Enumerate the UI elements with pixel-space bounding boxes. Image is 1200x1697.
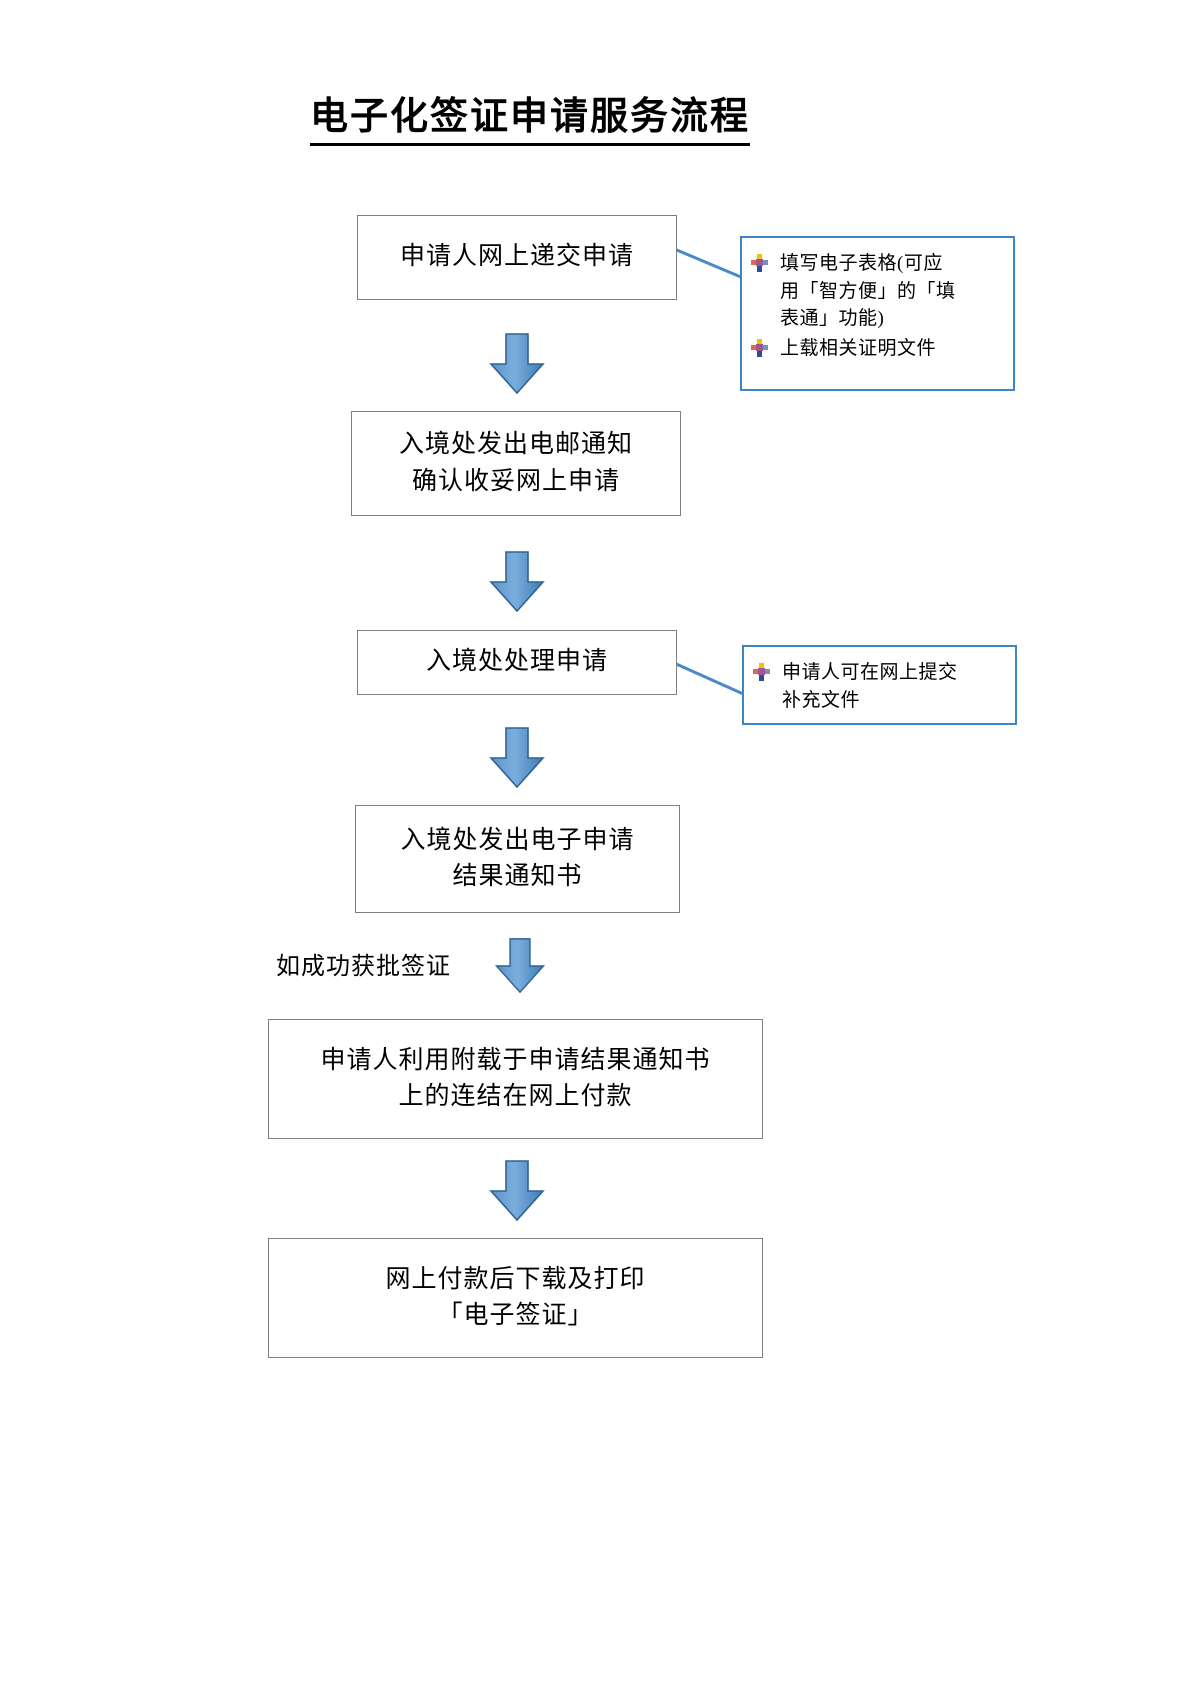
bullet-marker-icon: [752, 663, 776, 685]
flow-arrow-3: [489, 727, 545, 789]
connector-step1-note1: [671, 246, 749, 282]
note-2-bullet-row-1: 申请人可在网上提交 补充文件: [752, 659, 1005, 714]
flow-step-1[interactable]: 申请人网上递交申请: [357, 215, 677, 300]
note-2-bullet-text-1: 申请人可在网上提交 补充文件: [782, 662, 958, 711]
note-card-1[interactable]: 填写电子表格(可应 用「智方便」的「填 表通」功能) 上载相关证明文件: [740, 236, 1015, 391]
bullet-marker-icon: [750, 338, 774, 361]
flow-step-4[interactable]: 入境处发出电子申请 结果通知书: [355, 805, 680, 913]
flow-step-6-label: 网上付款后下载及打印 「电子签证」: [385, 1265, 646, 1329]
connector-step3-note2: [673, 661, 751, 699]
flow-step-6[interactable]: 网上付款后下载及打印 「电子签证」: [268, 1238, 763, 1358]
flow-arrow-2: [489, 551, 545, 613]
flow-step-3-label: 入境处处理申请: [425, 648, 608, 676]
flow-arrow-1: [489, 333, 545, 395]
flow-step-2-label: 入境处发出电邮通知 确认收妥网上申请: [398, 431, 633, 495]
page-title: 电子化签证申请服务流程: [0, 95, 1060, 146]
flow-step-1-label: 申请人网上递交申请: [399, 243, 634, 271]
condition-label: 如成功获批签证: [276, 954, 451, 980]
flow-arrow-5: [489, 1160, 545, 1222]
note-1-bullet-text-2: 上载相关证明文件: [780, 337, 937, 359]
flow-step-2[interactable]: 入境处发出电邮通知 确认收妥网上申请: [351, 411, 681, 516]
flow-step-4-label: 入境处发出电子申请 结果通知书: [400, 826, 635, 890]
note-1-bullet-text-1: 填写电子表格(可应 用「智方便」的「填 表通」功能): [780, 253, 956, 330]
flow-step-5-label: 申请人利用附载于申请结果通知书 上的连结在网上付款: [320, 1046, 711, 1110]
note-1-bullet-row-2: 上载相关证明文件: [750, 335, 1003, 363]
flow-step-3[interactable]: 入境处处理申请: [357, 630, 677, 695]
note-card-2[interactable]: 申请人可在网上提交 补充文件: [742, 645, 1017, 725]
note-1-bullet-row-1: 填写电子表格(可应 用「智方便」的「填 表通」功能): [750, 250, 1003, 333]
bullet-marker-icon: [750, 254, 774, 276]
flow-arrow-4: [494, 938, 546, 994]
page-title-text: 电子化签证申请服务流程: [309, 95, 750, 146]
flow-step-5[interactable]: 申请人利用附载于申请结果通知书 上的连结在网上付款: [268, 1019, 763, 1139]
